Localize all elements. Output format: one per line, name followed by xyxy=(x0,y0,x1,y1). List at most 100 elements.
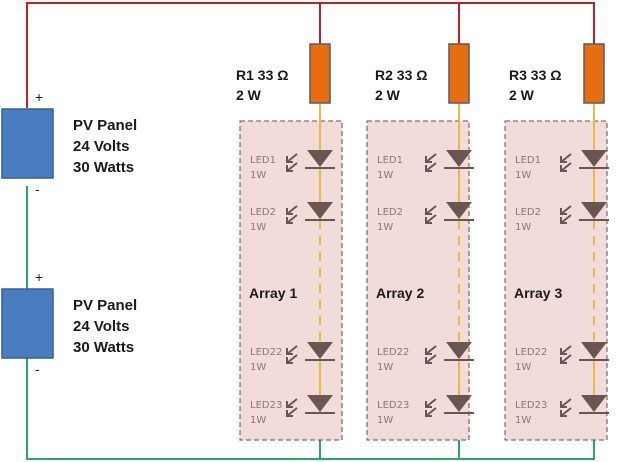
panel-body xyxy=(1,108,54,179)
light-arrow-icon xyxy=(560,205,572,215)
led: LED1 1W xyxy=(250,150,335,181)
light-arrowhead xyxy=(286,401,293,408)
panel-voltage: 24 Volts xyxy=(73,318,129,335)
light-arrowhead xyxy=(560,217,567,224)
light-arrowhead xyxy=(286,208,293,215)
light-arrow-icon xyxy=(286,407,298,417)
led-name: LED22 xyxy=(515,347,547,358)
led-power: 1W xyxy=(250,362,266,373)
light-arrowhead xyxy=(560,156,567,163)
led-power: 1W xyxy=(377,170,393,181)
light-arrow-icon xyxy=(425,407,437,417)
diode-icon xyxy=(307,342,333,359)
light-arrow-icon xyxy=(425,162,437,172)
led-power: 1W xyxy=(515,222,531,233)
panel-voltage: 24 Volts xyxy=(73,138,129,155)
light-arrowhead xyxy=(425,348,432,355)
light-arrow-icon xyxy=(286,162,298,172)
resistor-value: R1 33 Ω xyxy=(236,67,288,83)
light-arrowhead xyxy=(560,348,567,355)
light-arrow-icon xyxy=(286,205,298,215)
light-arrowhead xyxy=(286,357,293,364)
light-arrowhead xyxy=(286,217,293,224)
panel-power: 30 Watts xyxy=(73,339,134,356)
led: LED22 1W xyxy=(515,342,609,373)
light-arrowhead xyxy=(425,357,432,364)
resistor-value: R3 33 Ω xyxy=(509,67,561,83)
light-arrowhead xyxy=(425,208,432,215)
light-arrowhead xyxy=(425,410,432,417)
led-name: LED22 xyxy=(250,347,282,358)
led-name: LED1 xyxy=(377,155,403,166)
array-label: Array 3 xyxy=(514,285,562,301)
led-name: LED23 xyxy=(377,400,409,411)
array-box xyxy=(239,120,343,441)
resistor-body xyxy=(448,43,470,104)
led: LED22 1W xyxy=(250,342,335,373)
led-name: LED23 xyxy=(515,400,547,411)
led-power: 1W xyxy=(515,415,531,426)
led: LED23 1W xyxy=(377,395,474,426)
led-name: LED2 xyxy=(515,207,541,218)
light-arrowhead xyxy=(560,357,567,364)
minus-sign: - xyxy=(35,181,40,197)
led-power: 1W xyxy=(250,415,266,426)
pv-panel-2: + - PV Panel 24 Volts 30 Watts xyxy=(1,269,137,377)
led: LED1 1W xyxy=(377,150,474,181)
light-arrowhead xyxy=(286,410,293,417)
light-arrowhead xyxy=(286,156,293,163)
panel-power: 30 Watts xyxy=(73,159,134,176)
led-name: LED1 xyxy=(515,155,541,166)
light-arrowhead xyxy=(425,217,432,224)
led: LED2 1W xyxy=(515,202,609,233)
diode-icon xyxy=(581,150,607,167)
light-arrow-icon xyxy=(286,354,298,364)
light-arrow-icon xyxy=(560,214,572,224)
light-arrow-icon xyxy=(286,398,298,408)
light-arrow-icon xyxy=(560,345,572,355)
light-arrowhead xyxy=(425,401,432,408)
light-arrow-icon xyxy=(425,153,437,163)
panel-body xyxy=(1,288,54,359)
led-name: LED1 xyxy=(250,155,276,166)
resistor-power: 2 W xyxy=(236,87,262,103)
led-name: LED2 xyxy=(250,207,276,218)
array-box xyxy=(504,120,608,441)
light-arrow-icon xyxy=(425,354,437,364)
light-arrow-icon xyxy=(560,162,572,172)
light-arrow-icon xyxy=(560,407,572,417)
led-power: 1W xyxy=(515,362,531,373)
array-box xyxy=(366,120,470,441)
diode-icon xyxy=(581,342,607,359)
resistor-1: R1 33 Ω 2 W xyxy=(236,43,331,104)
light-arrow-icon xyxy=(560,398,572,408)
minus-sign: - xyxy=(35,361,40,377)
light-arrow-icon xyxy=(560,153,572,163)
diode-icon xyxy=(307,150,333,167)
resistor-body xyxy=(583,43,605,104)
panel-name: PV Panel xyxy=(73,297,137,314)
diode-icon xyxy=(581,395,607,412)
light-arrowhead xyxy=(560,401,567,408)
resistor-3: R3 33 Ω2 W xyxy=(509,43,605,104)
diode-icon xyxy=(446,342,472,359)
light-arrow-icon xyxy=(286,153,298,163)
light-arrow-icon xyxy=(286,345,298,355)
light-arrowhead xyxy=(560,165,567,172)
diode-icon xyxy=(446,202,472,219)
light-arrow-icon xyxy=(560,354,572,364)
array-label: Array 2 xyxy=(376,285,424,301)
light-arrowhead xyxy=(560,208,567,215)
light-arrow-icon xyxy=(425,345,437,355)
plus-sign: + xyxy=(35,269,43,285)
led-power: 1W xyxy=(250,170,266,181)
led-power: 1W xyxy=(377,415,393,426)
